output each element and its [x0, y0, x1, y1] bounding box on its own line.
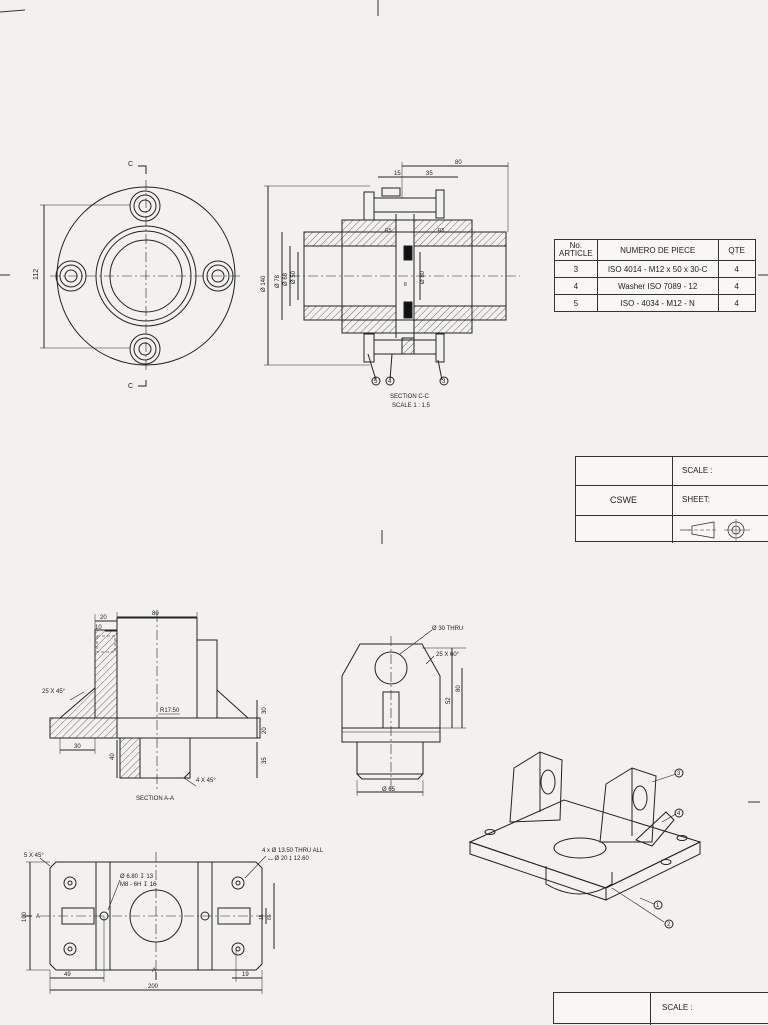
dim-30-aa-bottom: 30	[74, 744, 81, 750]
bolt-top	[129, 190, 161, 222]
balloon-4: 4	[388, 379, 392, 385]
scale-label: SCALE :	[682, 466, 713, 475]
section-marker-a-left: A	[36, 914, 40, 920]
dim-49-top: 49	[64, 972, 71, 978]
projection-symbol-icon	[680, 519, 750, 541]
dim-30-aa-right: 30	[262, 707, 268, 714]
balloon-3: 3	[442, 379, 446, 385]
bom-row: 5 ISO - 4034 - M12 - N 4	[554, 294, 756, 312]
bolt-hole-tl	[63, 876, 77, 890]
section-c-c-view	[264, 162, 520, 386]
dim-dia-65-side: Ø 65	[382, 787, 396, 793]
chamfer-4x45: 4 X 45°	[196, 778, 216, 784]
bom-cell-qty: 4	[717, 260, 756, 278]
dim-80-aa: 80	[152, 611, 159, 617]
dim-r5-right: R5	[438, 228, 445, 234]
bom-cell-qty: 4	[717, 294, 756, 312]
dim-200-top: 200	[148, 984, 159, 990]
holes-note-line-1: 4 x Ø 13.50 THRU ALL	[262, 848, 324, 854]
dim-35-aa: 35	[262, 757, 268, 764]
bolt-hole-bl	[63, 942, 77, 956]
scale-label-bottom: SCALE :	[662, 1003, 693, 1012]
title-block-top: SCALE : CSWE SHEET:	[575, 456, 768, 543]
bill-of-materials-table: No. ARTICLE NUMERO DE PIECE QTE 3 ISO 40…	[554, 239, 756, 312]
tap-note-line-2: M8 - 6H ↧ 16	[120, 881, 157, 888]
dim-15-cc: 15	[394, 171, 401, 177]
dim-52-side: 52	[446, 697, 452, 704]
dim-dia-50: Ø 50	[291, 270, 297, 284]
iso-balloon-4: 4	[677, 811, 681, 817]
bolt-right	[202, 260, 234, 292]
bom-row: 3 ISO 4014 - M12 x 50 x 30-C 4	[554, 260, 756, 278]
company-name: CSWE	[610, 495, 637, 505]
bolt-bottom	[129, 333, 161, 365]
dim-dia-80: Ø 80	[420, 270, 426, 284]
bom-row: 4 Washer ISO 7089 - 12 4	[554, 277, 756, 295]
dim-65-top: 65	[267, 914, 273, 920]
sheet-label: SHEET:	[682, 495, 711, 504]
section-marker-a-bottom: A	[152, 968, 156, 974]
dim-dia-68: Ø 68	[283, 272, 289, 286]
dim-8-cc: 8	[404, 282, 407, 288]
bom-header-qty: QTE	[717, 239, 756, 261]
dim-100-top: 100	[22, 911, 28, 922]
section-marker-bottom: C	[128, 383, 133, 390]
section-a-a-title: SECTION A-A	[136, 796, 174, 802]
bom-header-part: NUMERO DE PIECE	[596, 239, 719, 261]
holes-note-line-2: ⌴ Ø 20 ↧ 12.60	[268, 855, 309, 862]
bom-cell-no: 3	[554, 260, 598, 278]
tap-note-line-1: Ø 6.80 ↧ 13	[120, 873, 154, 880]
radius-r17-50: R17.50	[160, 708, 180, 714]
title-block-bottom: SCALE :	[553, 992, 768, 1025]
dim-dia-140: Ø 140	[261, 275, 267, 292]
bracket-top-view	[22, 852, 275, 994]
dim-35-cc: 35	[426, 171, 433, 177]
chamfer-25x45: 25 X 45°	[42, 689, 66, 695]
bom-header-no: No. ARTICLE	[554, 239, 598, 261]
bom-cell-no: 4	[554, 277, 598, 295]
sheet-marks	[0, 0, 768, 803]
bom-cell-no: 5	[554, 294, 598, 312]
bom-cell-qty: 4	[717, 277, 756, 295]
bolt-hole-tr	[231, 876, 245, 890]
bracket-side-view	[341, 629, 466, 796]
dim-20-aa-right: 20	[262, 727, 268, 734]
dim-20-aa: 20	[100, 615, 107, 621]
bom-cell-part: ISO - 4034 - M12 - N	[596, 294, 719, 312]
iso-balloon-2: 2	[667, 922, 671, 928]
dim-80-cc: 80	[455, 160, 462, 166]
balloon-5: 5	[374, 379, 378, 385]
dim-80-side: 80	[456, 685, 462, 692]
iso-balloon-3: 3	[677, 771, 681, 777]
bom-header-row: No. ARTICLE NUMERO DE PIECE QTE	[554, 239, 756, 261]
bracket-section-a-a	[49, 612, 261, 790]
flange-front-view	[40, 165, 242, 387]
dim-19-top: 19	[242, 972, 249, 978]
iso-balloon-1: 1	[656, 903, 660, 909]
bolt-left	[55, 260, 87, 292]
isometric-view	[468, 751, 702, 929]
dim-112: 112	[33, 269, 40, 280]
dim-r5-left: R5	[385, 228, 392, 234]
section-c-c-title: SECTION C-C	[390, 394, 430, 400]
bom-cell-part: ISO 4014 - M12 x 50 x 30-C	[596, 260, 719, 278]
dim-40-aa: 40	[110, 753, 116, 760]
dim-10-aa: 10	[95, 625, 102, 631]
chamfer-5x45: 5 X 45°	[24, 853, 44, 859]
dim-dia-78: Ø 78	[275, 274, 281, 288]
chamfer-25x60: 25 X 60°	[436, 652, 460, 658]
dim-15-top: 15	[259, 914, 265, 920]
hole-dia-30-thru: Ø 30 THRU	[432, 626, 463, 632]
bolt-hole-br	[231, 942, 245, 956]
section-c-c-scale: SCALE 1 : 1.5	[392, 403, 431, 409]
section-marker-top: C	[128, 161, 133, 168]
bom-cell-part: Washer ISO 7089 - 12	[596, 277, 719, 295]
